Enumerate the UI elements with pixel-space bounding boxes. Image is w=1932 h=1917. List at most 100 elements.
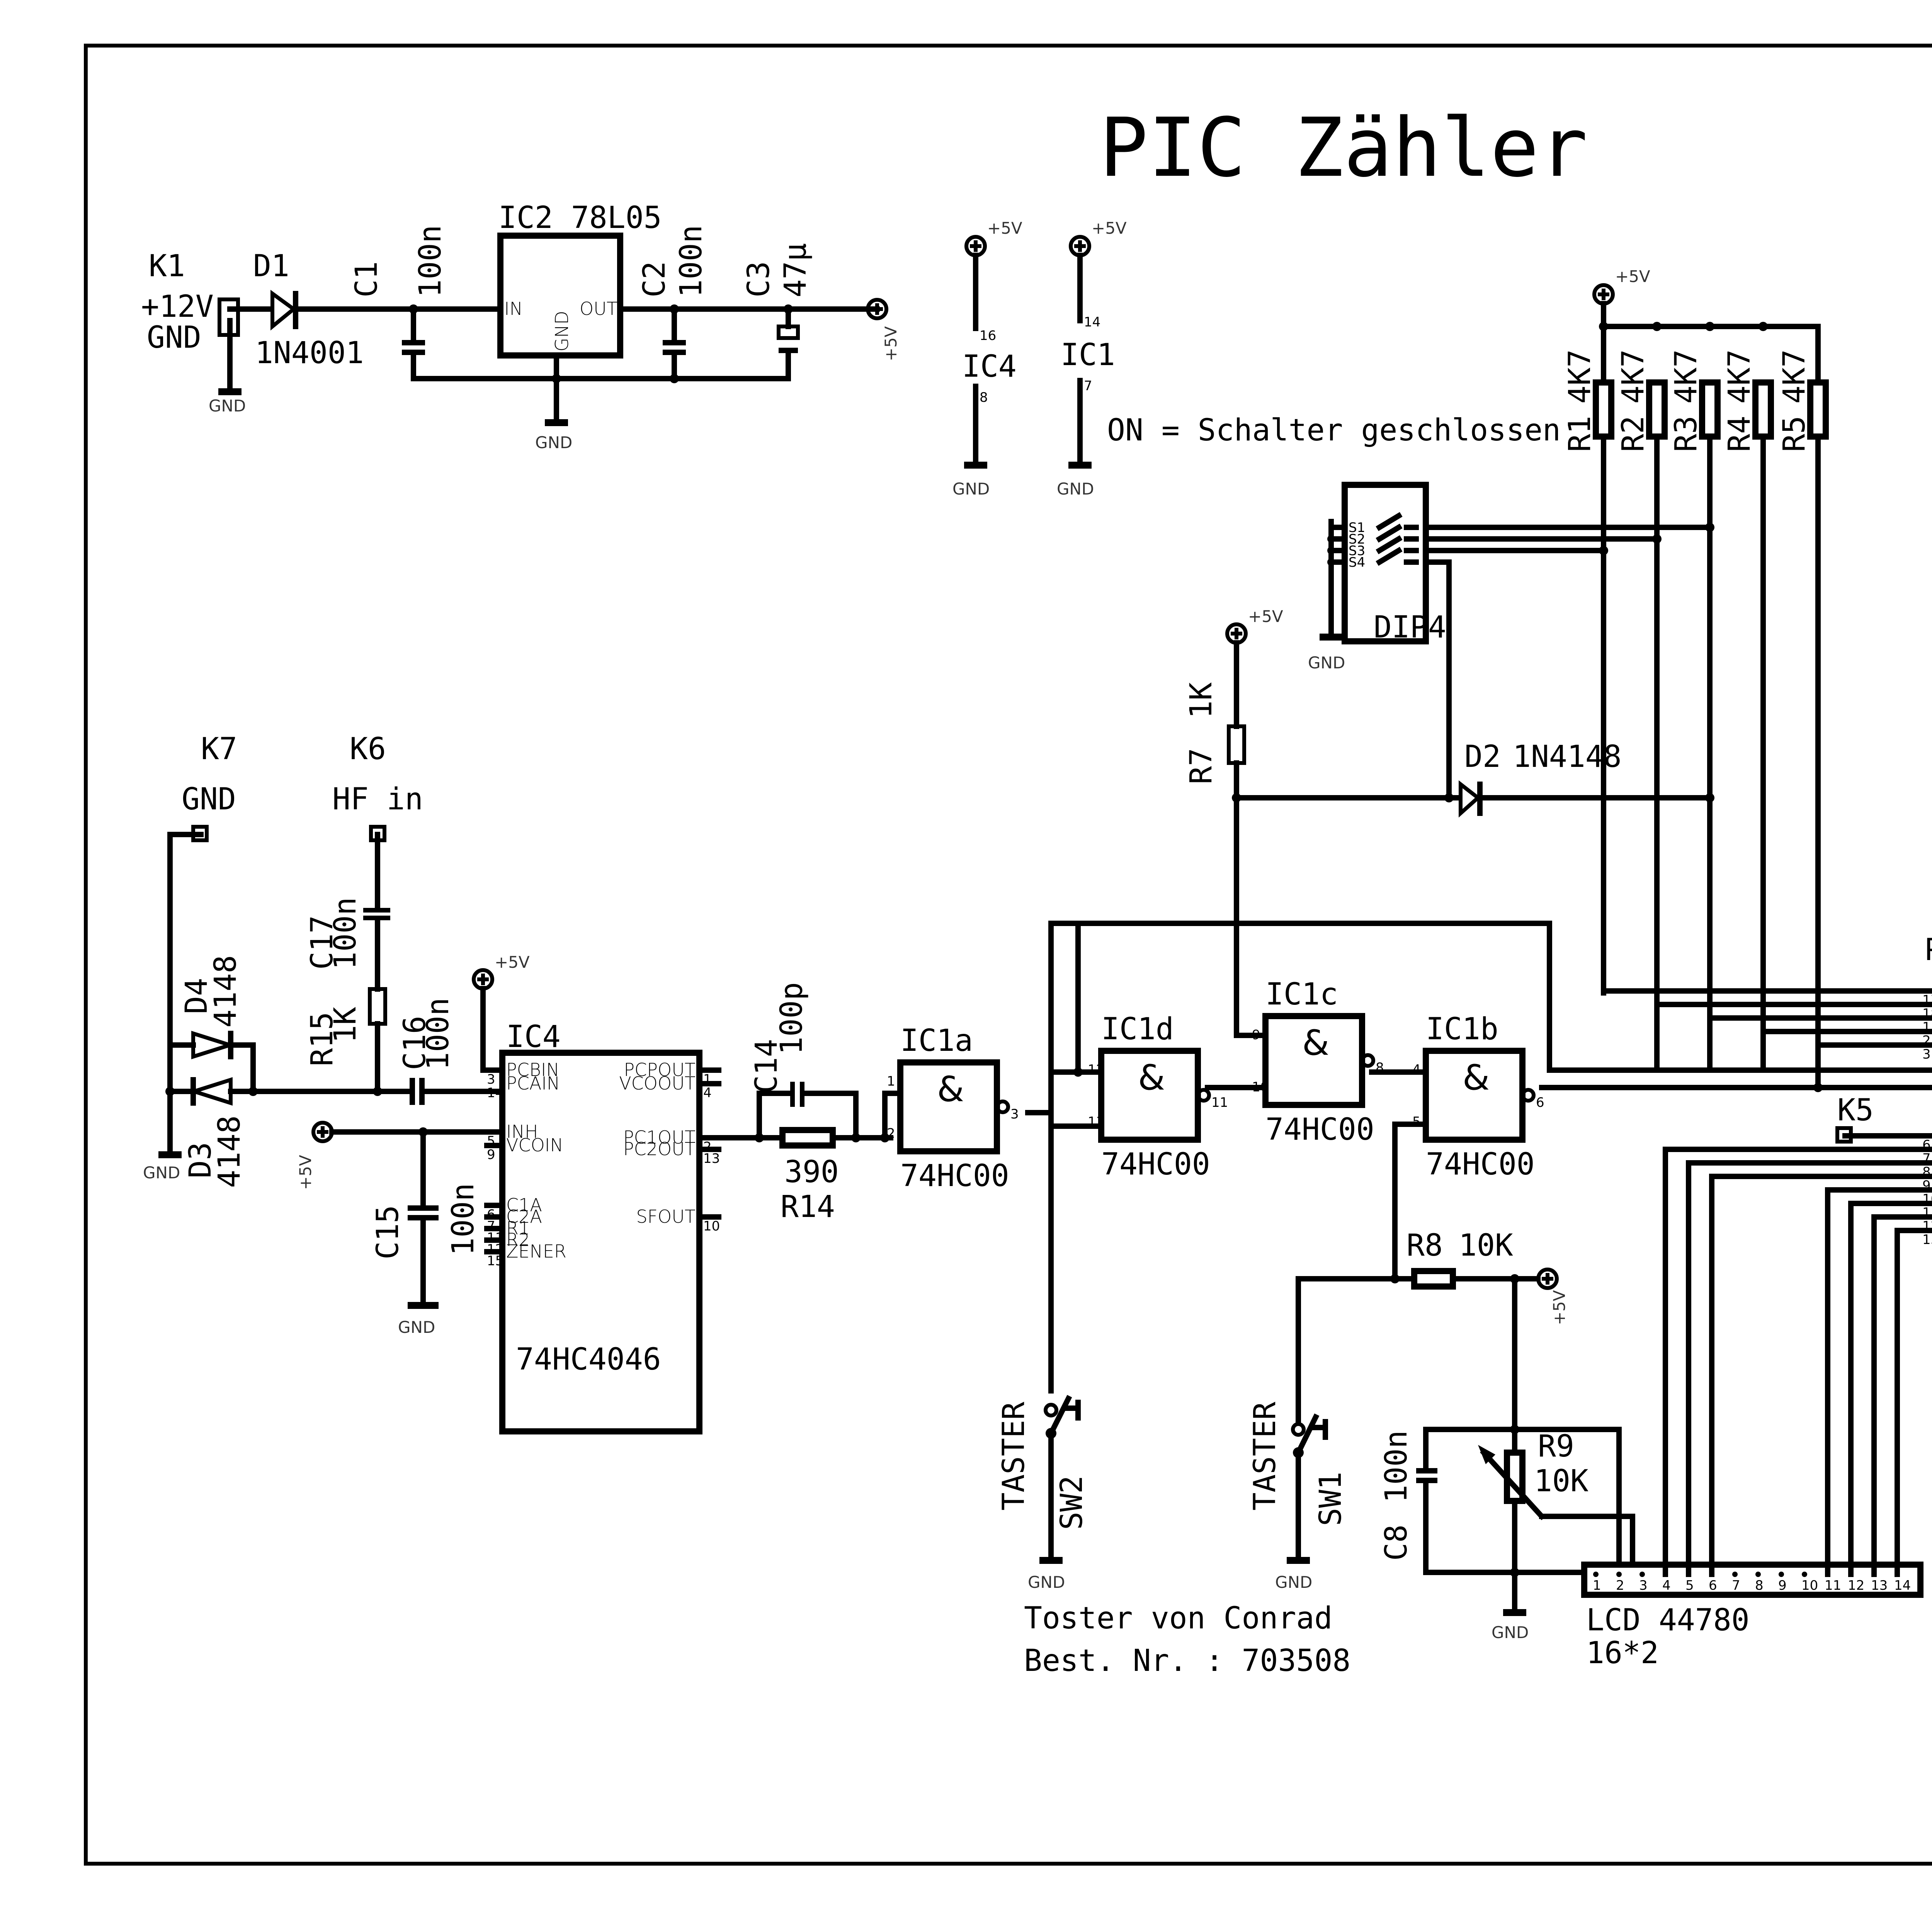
- gate-pin: 6: [1536, 1095, 1544, 1110]
- nand-symbol: &: [1138, 1057, 1165, 1098]
- pullup-resistor: [1593, 379, 1614, 440]
- power-supply: K1 +12V GND GND D1 1N4001 C1 100n IC2 78…: [141, 201, 900, 452]
- sw2-ref: SW2: [1054, 1475, 1089, 1530]
- d2-label: D2: [1464, 739, 1501, 774]
- gate-ref: IC1c: [1265, 977, 1338, 1012]
- d1-value: 1N4001: [255, 336, 364, 370]
- svg-text:+5V: +5V: [1615, 267, 1650, 286]
- ic4-ref: IC4: [506, 1020, 561, 1054]
- c14-ref: C14: [749, 1039, 784, 1093]
- pullup-ref: R3: [1669, 416, 1704, 452]
- taster-note: Toster von Conrad: [1024, 1601, 1332, 1636]
- r7-value: 1K: [1184, 682, 1219, 719]
- ic4-pin-name: R2: [506, 1229, 530, 1250]
- c3-ref: C3: [742, 261, 776, 297]
- dip-switch-label: S1: [1349, 520, 1365, 535]
- gate-part: 74HC00: [1426, 1147, 1535, 1182]
- svg-text:+5V: +5V: [1092, 219, 1127, 238]
- lcd-pin-num: 2: [1616, 1578, 1624, 1593]
- d4-ref: D4: [179, 978, 214, 1014]
- ic4-pin-num: 3: [487, 1072, 495, 1087]
- svg-text:OUT: OUT: [580, 298, 617, 319]
- bus-wires: [1601, 988, 1932, 1577]
- k7-label: GND: [182, 782, 236, 817]
- ic3-pin-num: 13: [1922, 1232, 1932, 1247]
- svg-text:7: 7: [1084, 378, 1092, 394]
- svg-text:IN: IN: [504, 298, 523, 319]
- gate-part: 74HC00: [900, 1159, 1009, 1193]
- ic4-pin-num: 14: [487, 1085, 503, 1101]
- lcd-pin-num: 8: [1755, 1578, 1764, 1593]
- c16-value: 100n: [421, 998, 456, 1070]
- ic3-pin-num: 3: [1922, 1047, 1931, 1062]
- ic4-pin-name: PC2OUT: [623, 1139, 696, 1159]
- ic4-pin-num: 15: [487, 1253, 503, 1269]
- order-number: Best. Nr. : 703508: [1024, 1643, 1350, 1678]
- svg-text:16: 16: [980, 328, 996, 343]
- gnd-label: GND: [209, 396, 246, 415]
- d1-diode: [270, 290, 297, 331]
- lcd-pin-num: 7: [1732, 1578, 1740, 1593]
- lcd-pin-num: 10: [1801, 1578, 1818, 1593]
- ic1-stub-ref: IC1: [1061, 338, 1115, 372]
- nand-gate: [1262, 1013, 1365, 1108]
- d3-value: 4148: [212, 1115, 247, 1188]
- lcd-pin-num: 14: [1894, 1578, 1911, 1593]
- c15-ref: C15: [371, 1205, 405, 1259]
- supply-stubs: +5V 16 IC4 8 GND +5V 14 IC1 7 GND: [952, 219, 1127, 498]
- ic4-pin-name: PC1OUT: [623, 1127, 696, 1148]
- svg-text:+5V: +5V: [987, 219, 1022, 238]
- svg-text:8: 8: [980, 390, 988, 405]
- gate-wiring: [1025, 921, 1932, 1394]
- k6-ref: K6: [350, 732, 386, 766]
- lcd-pin-num: 11: [1825, 1578, 1841, 1593]
- k5-ref: K5: [1837, 1093, 1874, 1128]
- page-title: PIC Zähler: [1099, 100, 1588, 195]
- c1-ref: C1: [349, 261, 384, 297]
- c14-value: 100p: [774, 982, 809, 1055]
- input-section: K7 GND GND K6 HF in C17 100n R15 1K D4 4…: [143, 732, 505, 1337]
- c8-value: 100n: [1379, 1430, 1414, 1503]
- nand-gate: [897, 1059, 1000, 1154]
- inverter-bubble: [995, 1100, 1010, 1114]
- c2-value: 100n: [674, 225, 709, 297]
- vcc-symbol: [866, 298, 888, 320]
- k6-label: HF in: [332, 782, 423, 817]
- r7-d2: +5V R7 1K D2 1N4148: [1184, 607, 1714, 1038]
- ic4-pin-name: INH: [506, 1121, 538, 1142]
- svg-text:+5V: +5V: [1550, 1290, 1569, 1325]
- nand-symbol: &: [1463, 1057, 1490, 1098]
- r15-value: 1K: [328, 1007, 363, 1043]
- nand-gate: [1423, 1048, 1526, 1143]
- pullup-ref: R2: [1616, 416, 1651, 452]
- k1-label-12v: +12V: [141, 289, 214, 324]
- gate-pin: 3: [1010, 1106, 1019, 1122]
- r9-ref: R9: [1538, 1429, 1574, 1464]
- dip-type: DIP4: [1374, 610, 1446, 645]
- pullup-value: 4K7: [1722, 349, 1757, 404]
- k1-ref: K1: [149, 249, 185, 284]
- ic4-pin-name: PCPOUT: [624, 1059, 696, 1080]
- dip-switch-label: S3: [1349, 543, 1365, 559]
- ic4-pin-name: PCBIN: [506, 1059, 560, 1080]
- c8-ref: C8: [1379, 1524, 1414, 1561]
- gate-ref: IC1b: [1426, 1012, 1498, 1047]
- nand-symbol: &: [1302, 1023, 1329, 1063]
- r14-ref: R14: [781, 1190, 835, 1224]
- d1-ref: D1: [253, 249, 289, 284]
- dip-switch-label: S2: [1349, 532, 1365, 547]
- nand-gates: IC1a&12374HC00IC1d&12131174HC00IC1c&9108…: [887, 977, 1544, 1193]
- r8-value: 10K: [1459, 1228, 1513, 1263]
- r8-label: R8: [1406, 1228, 1443, 1263]
- lcd-pin-num: 1: [1593, 1578, 1601, 1593]
- pullup-value: 4K7: [1616, 349, 1651, 404]
- pullup-ref: R1: [1563, 416, 1597, 452]
- ic4-pin-name: VCOOUT: [619, 1073, 696, 1094]
- ic4-pin-name: C1A: [506, 1195, 542, 1215]
- lcd-pin-num: 4: [1662, 1578, 1671, 1593]
- c14-r14: C14 100p 390 R14: [697, 982, 903, 1224]
- nand-symbol: &: [937, 1069, 964, 1110]
- pullup-value: 4K7: [1777, 349, 1812, 404]
- gate-ref: IC1a: [900, 1023, 973, 1058]
